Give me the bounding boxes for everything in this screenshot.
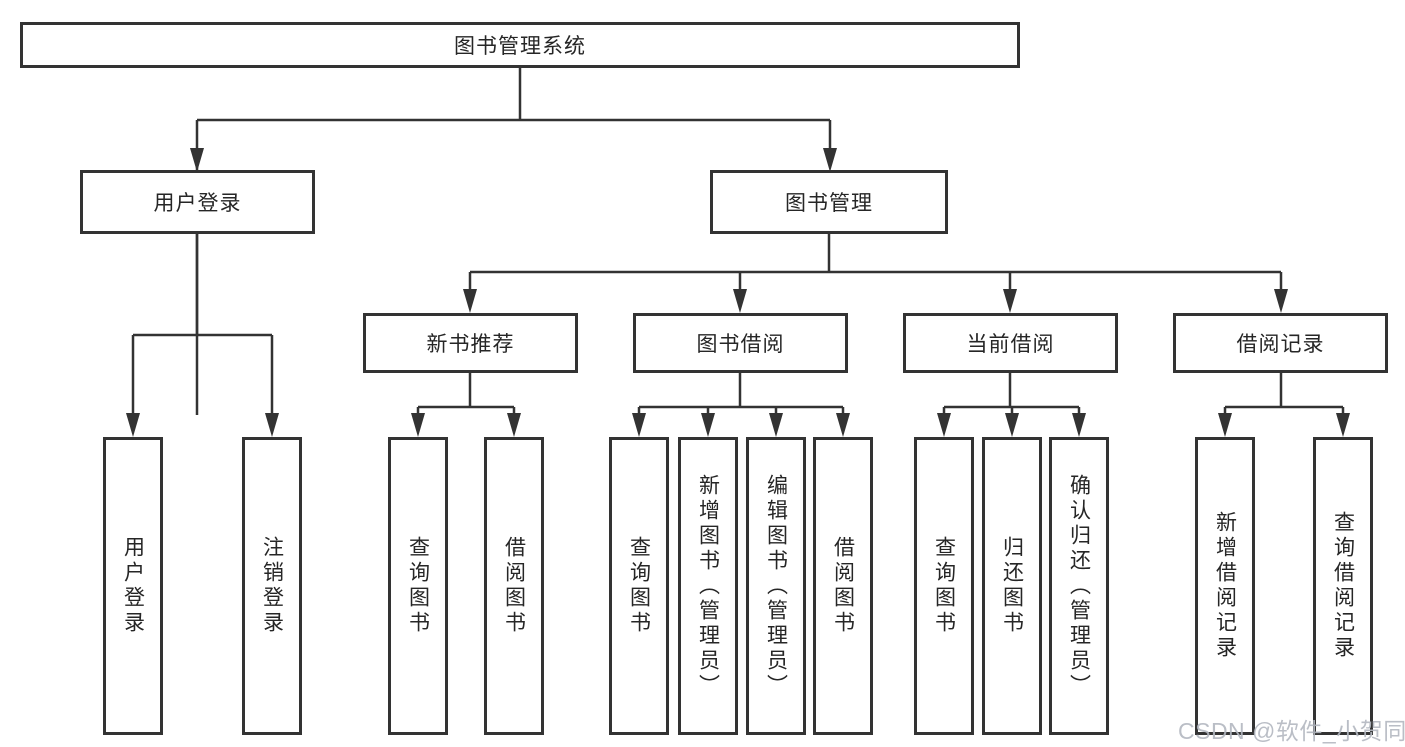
node-user-login: 用户登录	[80, 170, 315, 234]
leaf-borrowing-borrow-books: 借阅图书	[813, 437, 873, 735]
leaf-borrowing-edit-books-admin: 编辑图书（管理员）	[746, 437, 806, 735]
leaf-user-login: 用户登录	[103, 437, 163, 735]
node-borrowing-records: 借阅记录	[1173, 313, 1388, 373]
leaf-newbooks-query-books: 查询图书	[388, 437, 448, 735]
leaf-current-query-books: 查询图书	[914, 437, 974, 735]
node-new-book-recommend: 新书推荐	[363, 313, 578, 373]
leaf-newbooks-borrow-books: 借阅图书	[484, 437, 544, 735]
node-current-borrowing: 当前借阅	[903, 313, 1118, 373]
leaf-records-query-borrow-record: 查询借阅记录	[1313, 437, 1373, 735]
connector-user-login-to-leaves	[126, 234, 279, 437]
csdn-watermark: CSDN @软件_小贺同学	[1178, 718, 1405, 744]
leaf-borrowing-query-books: 查询图书	[609, 437, 669, 735]
connector-book-mgmt-to-level3	[463, 234, 1288, 313]
leaf-current-return-books: 归还图书	[982, 437, 1042, 735]
connector-current-borrow-to-leaves	[937, 373, 1086, 437]
leaf-current-confirm-return-admin: 确认归还（管理员）	[1049, 437, 1109, 735]
connector-borrow-records-to-leaves	[1218, 373, 1350, 437]
connector-new-books-to-leaves	[411, 373, 521, 437]
connector-book-borrow-to-leaves	[632, 373, 850, 437]
leaf-borrowing-add-books-admin: 新增图书（管理员）	[678, 437, 738, 735]
node-root-system: 图书管理系统	[20, 22, 1020, 68]
node-book-management: 图书管理	[710, 170, 948, 234]
leaf-logout: 注销登录	[242, 437, 302, 735]
node-book-borrowing: 图书借阅	[633, 313, 848, 373]
leaf-records-add-borrow-record: 新增借阅记录	[1195, 437, 1255, 735]
